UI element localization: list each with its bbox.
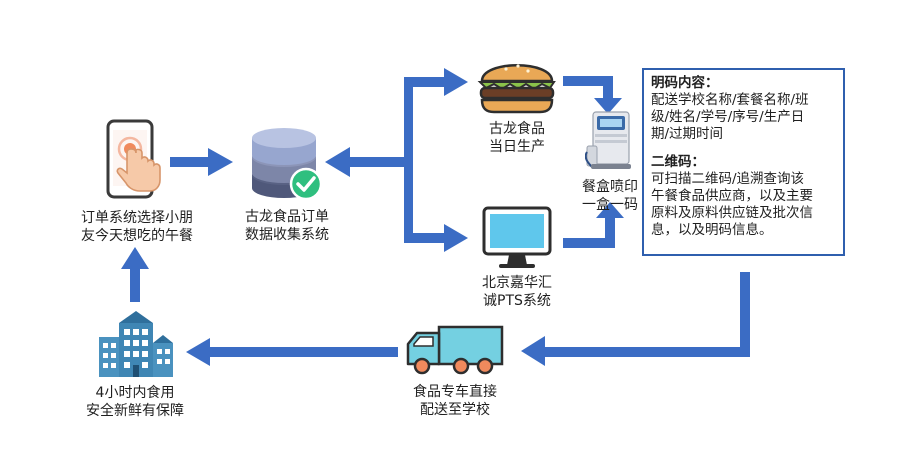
monitor-icon <box>482 206 552 268</box>
plain-code-title: 明码内容： <box>651 75 719 91</box>
arrow-order-to-database <box>170 148 233 176</box>
truck-icon <box>406 325 504 375</box>
arrow-branch-to-pts <box>404 224 468 252</box>
burger-icon <box>477 64 556 114</box>
arrow-branch-to-database <box>325 147 412 177</box>
qr-code-title: 二维码： <box>651 154 705 170</box>
arrow-delivery-to-school <box>186 338 398 366</box>
arrow-pts-to-printer <box>563 202 624 248</box>
production-label: 古龙食品当日生产 <box>489 121 545 155</box>
database-label: 古龙食品订单数据收集系统 <box>245 209 329 243</box>
arrow-branch-trunk <box>404 77 413 243</box>
plain-code-line: 配送学校名称/套餐名称/班 <box>651 92 809 108</box>
school-label: 4小时内食用安全新鲜有保障 <box>86 385 184 419</box>
delivery-label: 食品专车直接配送至学校 <box>413 384 497 418</box>
qr-code-line: 可扫描二维码/追溯查询该 <box>651 171 805 187</box>
plain-code-line: 期/过期时间 <box>651 126 724 142</box>
buildings-icon <box>99 311 173 377</box>
arrow-info-to-delivery <box>521 272 750 366</box>
database-check-icon <box>252 128 323 201</box>
qr-code-line: 原料及原料供应链及批次信 <box>651 205 813 221</box>
plain-code-line: 级/姓名/学号/序号/生产日 <box>651 109 805 125</box>
phone-touch-icon <box>106 119 161 199</box>
qr-code-line: 午餐食品供应商，以及主要 <box>651 188 813 204</box>
qr-code-line: 息，以及明码信息。 <box>651 222 773 238</box>
order-label: 订单系统选择小朋友今天想吃的午餐 <box>81 210 193 244</box>
inkjet-printer-icon <box>585 111 631 169</box>
code-info-box: 明码内容： 配送学校名称/套餐名称/班 级/姓名/学号/序号/生产日 期/过期时… <box>642 68 845 256</box>
pts-label: 北京嘉华汇诚PTS系统 <box>482 275 552 309</box>
printer-label: 餐盒喷印一盒一码 <box>582 179 638 213</box>
arrow-branch-to-production <box>404 68 468 96</box>
arrow-school-to-order <box>121 247 149 302</box>
arrow-production-to-printer <box>563 76 622 114</box>
